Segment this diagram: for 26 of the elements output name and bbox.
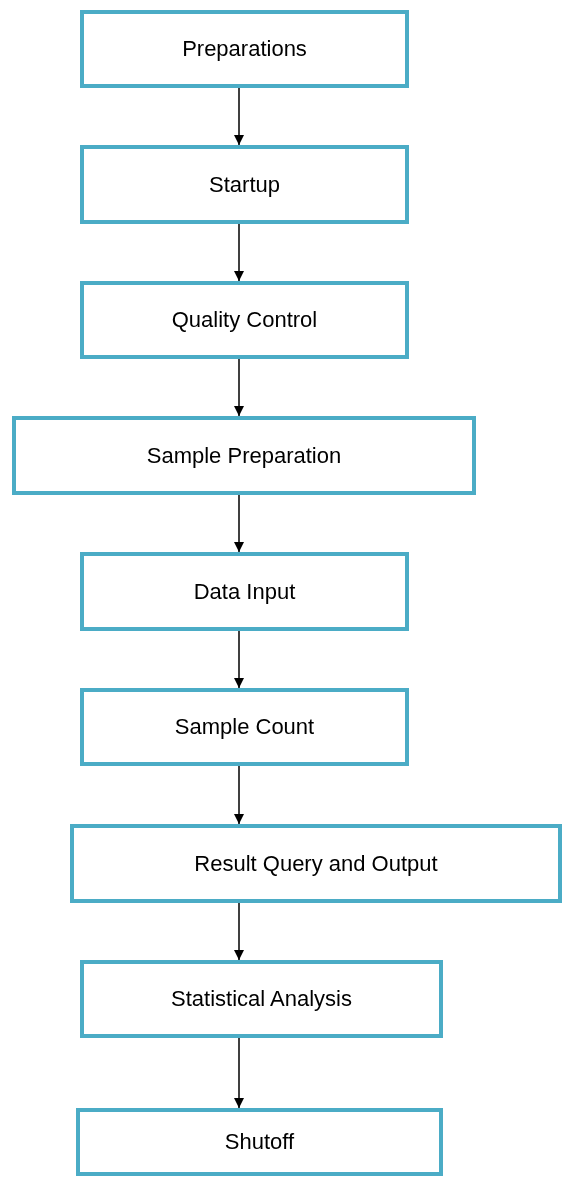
- process-box: [80, 688, 409, 766]
- arrow: [233, 630, 245, 689]
- box-label: Sample Preparation: [146, 442, 342, 469]
- arrow: [233, 1037, 245, 1109]
- process-box: [80, 145, 409, 224]
- box-label: Shutoff: [224, 1129, 295, 1155]
- arrow: [233, 223, 245, 282]
- arrow: [233, 87, 245, 146]
- box-label: Statistical Analysis: [171, 986, 352, 1012]
- process-box: [80, 552, 409, 631]
- box-label: Data Input: [193, 578, 296, 605]
- process-box: [80, 960, 443, 1038]
- box-label: Preparations: [182, 36, 307, 62]
- process-box: [70, 824, 562, 903]
- box-label: Result Query and Output: [194, 850, 438, 877]
- box-label: Startup: [209, 171, 280, 198]
- arrow: [233, 358, 245, 417]
- box-label: Quality Control: [171, 307, 318, 333]
- process-box: [12, 416, 476, 495]
- arrow: [233, 765, 245, 825]
- box-label: Sample Count: [174, 714, 315, 740]
- process-box: [80, 10, 409, 88]
- arrow: [233, 902, 245, 961]
- arrow: [233, 494, 245, 553]
- process-box: [76, 1108, 443, 1176]
- process-box: [80, 281, 409, 359]
